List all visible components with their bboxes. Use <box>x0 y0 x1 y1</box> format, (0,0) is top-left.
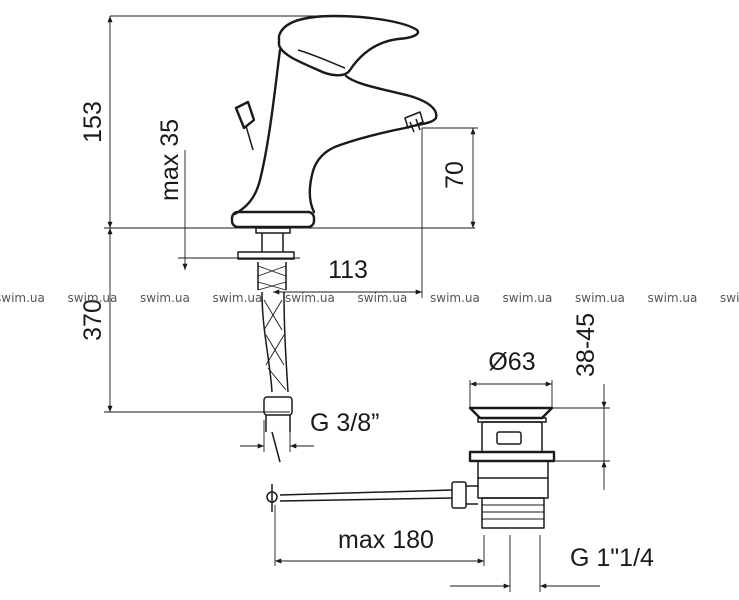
dim-g-1-1-4: G 1"1/4 <box>570 544 654 572</box>
dim-max-35: max 35 <box>156 119 184 201</box>
watermark-text: swim.ua <box>0 291 45 305</box>
faucet-body <box>230 14 438 229</box>
dim-max-180: max 180 <box>338 526 434 554</box>
watermark-text: swim.ua <box>648 291 698 305</box>
watermark-text: swim.ua <box>720 291 739 305</box>
dim-370: 370 <box>79 299 107 341</box>
pop-up-drain <box>266 406 556 529</box>
dim-38-45: 38-45 <box>572 313 600 377</box>
supply-hose <box>237 227 295 463</box>
watermark-text: swim.ua <box>285 291 335 305</box>
watermark-text: swim.ua <box>140 291 190 305</box>
watermark-text: swim.ua <box>213 291 263 305</box>
watermark-text: swim.ua <box>503 291 553 305</box>
dim-153: 153 <box>79 101 107 143</box>
dim-70: 70 <box>441 161 469 189</box>
watermark-text: swim.ua <box>430 291 480 305</box>
watermark-text: swim.ua <box>358 291 408 305</box>
dimension-lines <box>104 15 610 592</box>
watermark-text: swim.ua <box>575 291 625 305</box>
dim-113: 113 <box>328 256 368 284</box>
dim-diameter-63: Ø63 <box>488 348 535 376</box>
dim-g-3-8: G 3/8” <box>310 409 379 437</box>
watermark-text: swim.ua <box>68 291 118 305</box>
watermark-row: swim.ua swim.ua swim.ua swim.ua swim.ua swim.… <box>0 291 739 305</box>
